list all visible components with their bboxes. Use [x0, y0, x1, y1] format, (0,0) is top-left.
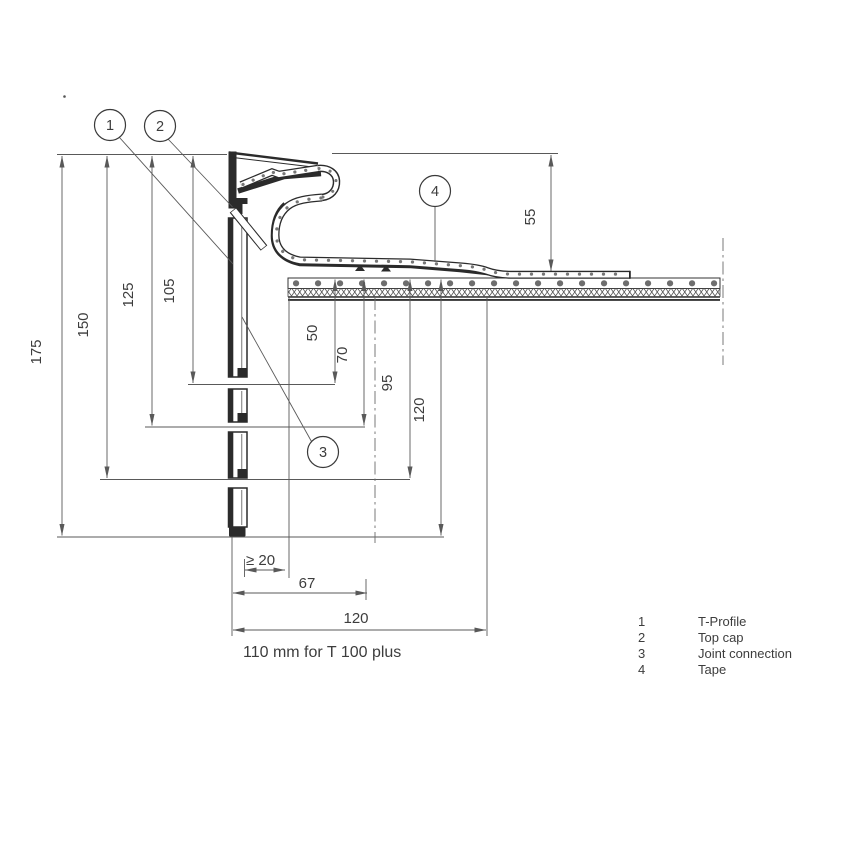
callout-2-circle	[143, 109, 177, 143]
callout-2-number: 2	[156, 119, 164, 135]
t-profile-segment	[227, 487, 248, 537]
callout-2-leader	[167, 138, 233, 208]
tape-body	[272, 194, 629, 278]
top-cap	[228, 151, 341, 214]
callout-1-number: 1	[106, 118, 114, 134]
gasket-and-tape	[270, 193, 631, 279]
cap-notch	[236, 198, 248, 214]
insulation-panel	[287, 277, 721, 301]
legend-num-2: 2	[638, 630, 645, 645]
callout-3-leader	[241, 316, 312, 442]
stray-dot	[63, 95, 66, 98]
cap-left-bar	[228, 151, 237, 209]
note-text: 110 mm for T 100 plus	[243, 644, 401, 661]
dim-50-label: 50	[304, 325, 321, 342]
dim-55-label: 55	[522, 209, 539, 226]
callout-1-circle	[93, 108, 127, 142]
legend-label-t-profile: T-Profile	[698, 614, 746, 629]
cap-top-edge	[228, 151, 319, 165]
t-profile-segment	[227, 388, 248, 423]
callouts: 1 2 3 4	[93, 108, 452, 469]
t-profile-foot	[229, 527, 246, 537]
dim-120b-label: 120	[343, 610, 368, 627]
membrane-band	[287, 277, 721, 289]
dim-150-label: 150	[75, 312, 92, 337]
dim-175-label: 175	[28, 339, 45, 364]
cap-hook	[317, 164, 341, 202]
callout-1-leader	[119, 137, 234, 265]
t-profile-segment	[227, 217, 248, 378]
dim-67-label: 67	[299, 575, 316, 592]
callout-4-circle	[418, 174, 452, 208]
dimension-lines	[57, 153, 724, 636]
t-profile-segment	[227, 431, 248, 479]
callout-4-number: 4	[431, 184, 439, 200]
dim-70-label: 70	[334, 347, 351, 364]
dim-120v-label: 120	[411, 397, 428, 422]
legend-label-top-cap: Top cap	[698, 630, 744, 645]
callout-3-number: 3	[319, 445, 327, 461]
callout-3-circle	[306, 435, 340, 469]
legend-num-4: 4	[638, 662, 645, 677]
dim-95-label: 95	[379, 375, 396, 392]
joint-connection-strip	[229, 207, 268, 251]
legend: 1 T-Profile 2 Top cap 3 Joint connection…	[638, 614, 792, 677]
legend-num-3: 3	[638, 646, 645, 661]
legend-label-joint-connection: Joint connection	[698, 646, 792, 661]
fixing-mark	[381, 265, 391, 272]
legend-num-1: 1	[638, 614, 645, 629]
dim-105-label: 105	[161, 278, 178, 303]
dim-min20-label: ≥ 20	[246, 552, 275, 569]
hatch-band	[287, 288, 721, 297]
fixing-mark	[355, 264, 365, 271]
t-profile	[227, 217, 248, 537]
dim-125-label: 125	[120, 282, 137, 307]
cap-gasket	[239, 164, 319, 189]
dimension-labels: 175 150 125 105 50 70 95 120 55 ≥ 20 67 …	[28, 209, 539, 661]
cap-top-edge-inner	[228, 156, 318, 168]
legend-label-tape: Tape	[698, 662, 726, 677]
